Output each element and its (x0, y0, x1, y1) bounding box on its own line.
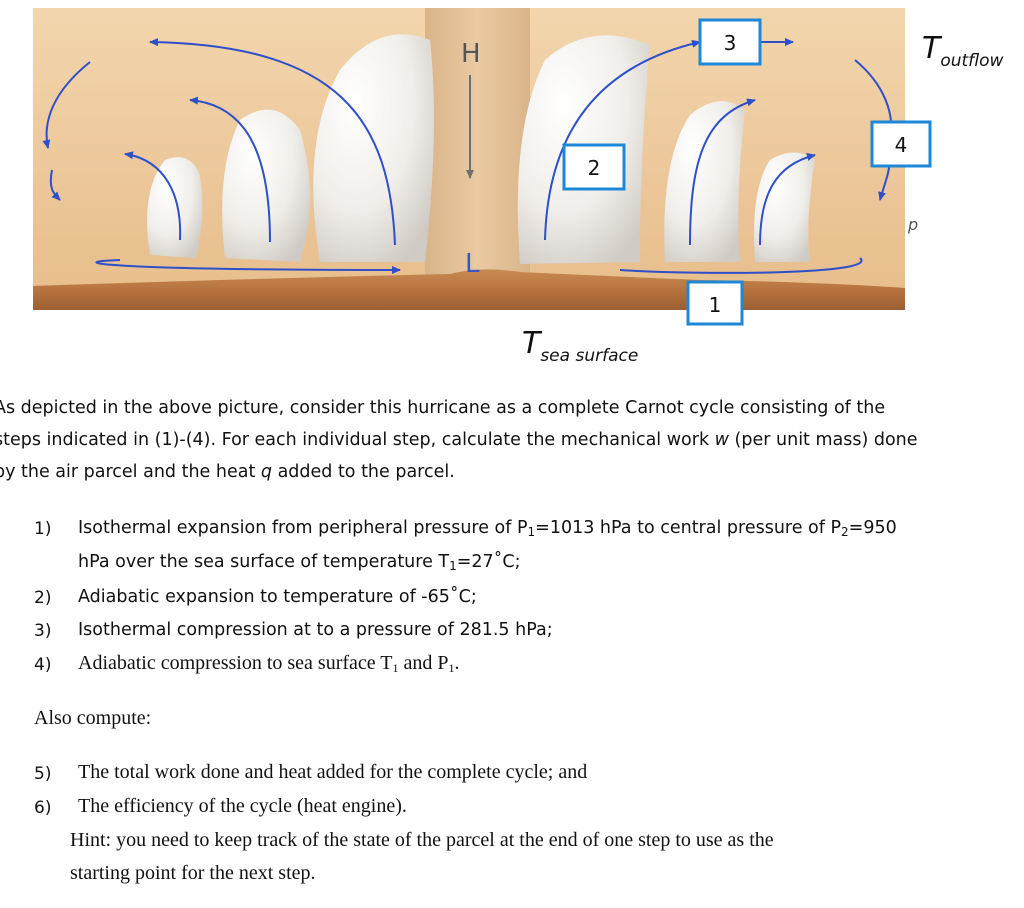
flow-arrows (42, 38, 896, 274)
step-box-1: 1 (686, 280, 744, 326)
step-6-number: 6) (34, 798, 52, 818)
step-1-text: Isothermal expansion from peripheral pre… (78, 518, 897, 539)
step-1-text-continued: hPa over the sea surface of temperature … (78, 552, 521, 573)
svg-text:3: 3 (724, 31, 737, 55)
label-t-sea-surface: Tsea surface (522, 326, 638, 366)
hurricane-carnot-diagram: H L 1 2 3 4 p Toutflow Tsea surface (33, 8, 1004, 366)
intro-line-1: As depicted in the above picture, consid… (0, 398, 886, 418)
eye-column (425, 8, 530, 278)
intro-line-3: by the air parcel and the heat q added t… (0, 462, 455, 482)
step-5-text: The total work done and heat added for t… (78, 761, 588, 783)
step-4-number: 4) (34, 655, 52, 675)
step-3-number: 3) (34, 621, 52, 641)
label-H: H (461, 39, 481, 69)
step-2-number: 2) (34, 588, 52, 608)
label-L: L (465, 249, 480, 279)
label-p: p (907, 215, 918, 234)
step-5-number: 5) (34, 764, 52, 784)
step-6-text: The efficiency of the cycle (heat engine… (78, 795, 407, 817)
step-box-4: 4 (870, 120, 932, 168)
hint-line-1: Hint: you need to keep track of the stat… (70, 829, 774, 851)
intro-paragraph: As depicted in the above picture, consid… (0, 392, 1010, 488)
svg-text:4: 4 (895, 133, 908, 157)
svg-text:1: 1 (709, 293, 722, 317)
svg-text:2: 2 (588, 156, 601, 180)
step-box-3: 3 (698, 18, 762, 66)
step-2-text: Adiabatic expansion to temperature of -6… (78, 587, 477, 607)
intro-line-2: steps indicated in (1)-(4). For each ind… (0, 430, 918, 450)
step-box-2: 2 (562, 143, 626, 191)
step-1-number: 1) (34, 519, 52, 539)
label-t-outflow: Toutflow (922, 31, 1004, 71)
step-3-text: Isothermal compression at to a pressure … (78, 620, 553, 640)
also-compute-label: Also compute: (34, 707, 152, 729)
cloud-towers-left (147, 34, 434, 263)
step-4-text: Adiabatic compression to sea surface T1 … (78, 652, 460, 675)
hint-line-2: starting point for the next step. (70, 862, 316, 884)
